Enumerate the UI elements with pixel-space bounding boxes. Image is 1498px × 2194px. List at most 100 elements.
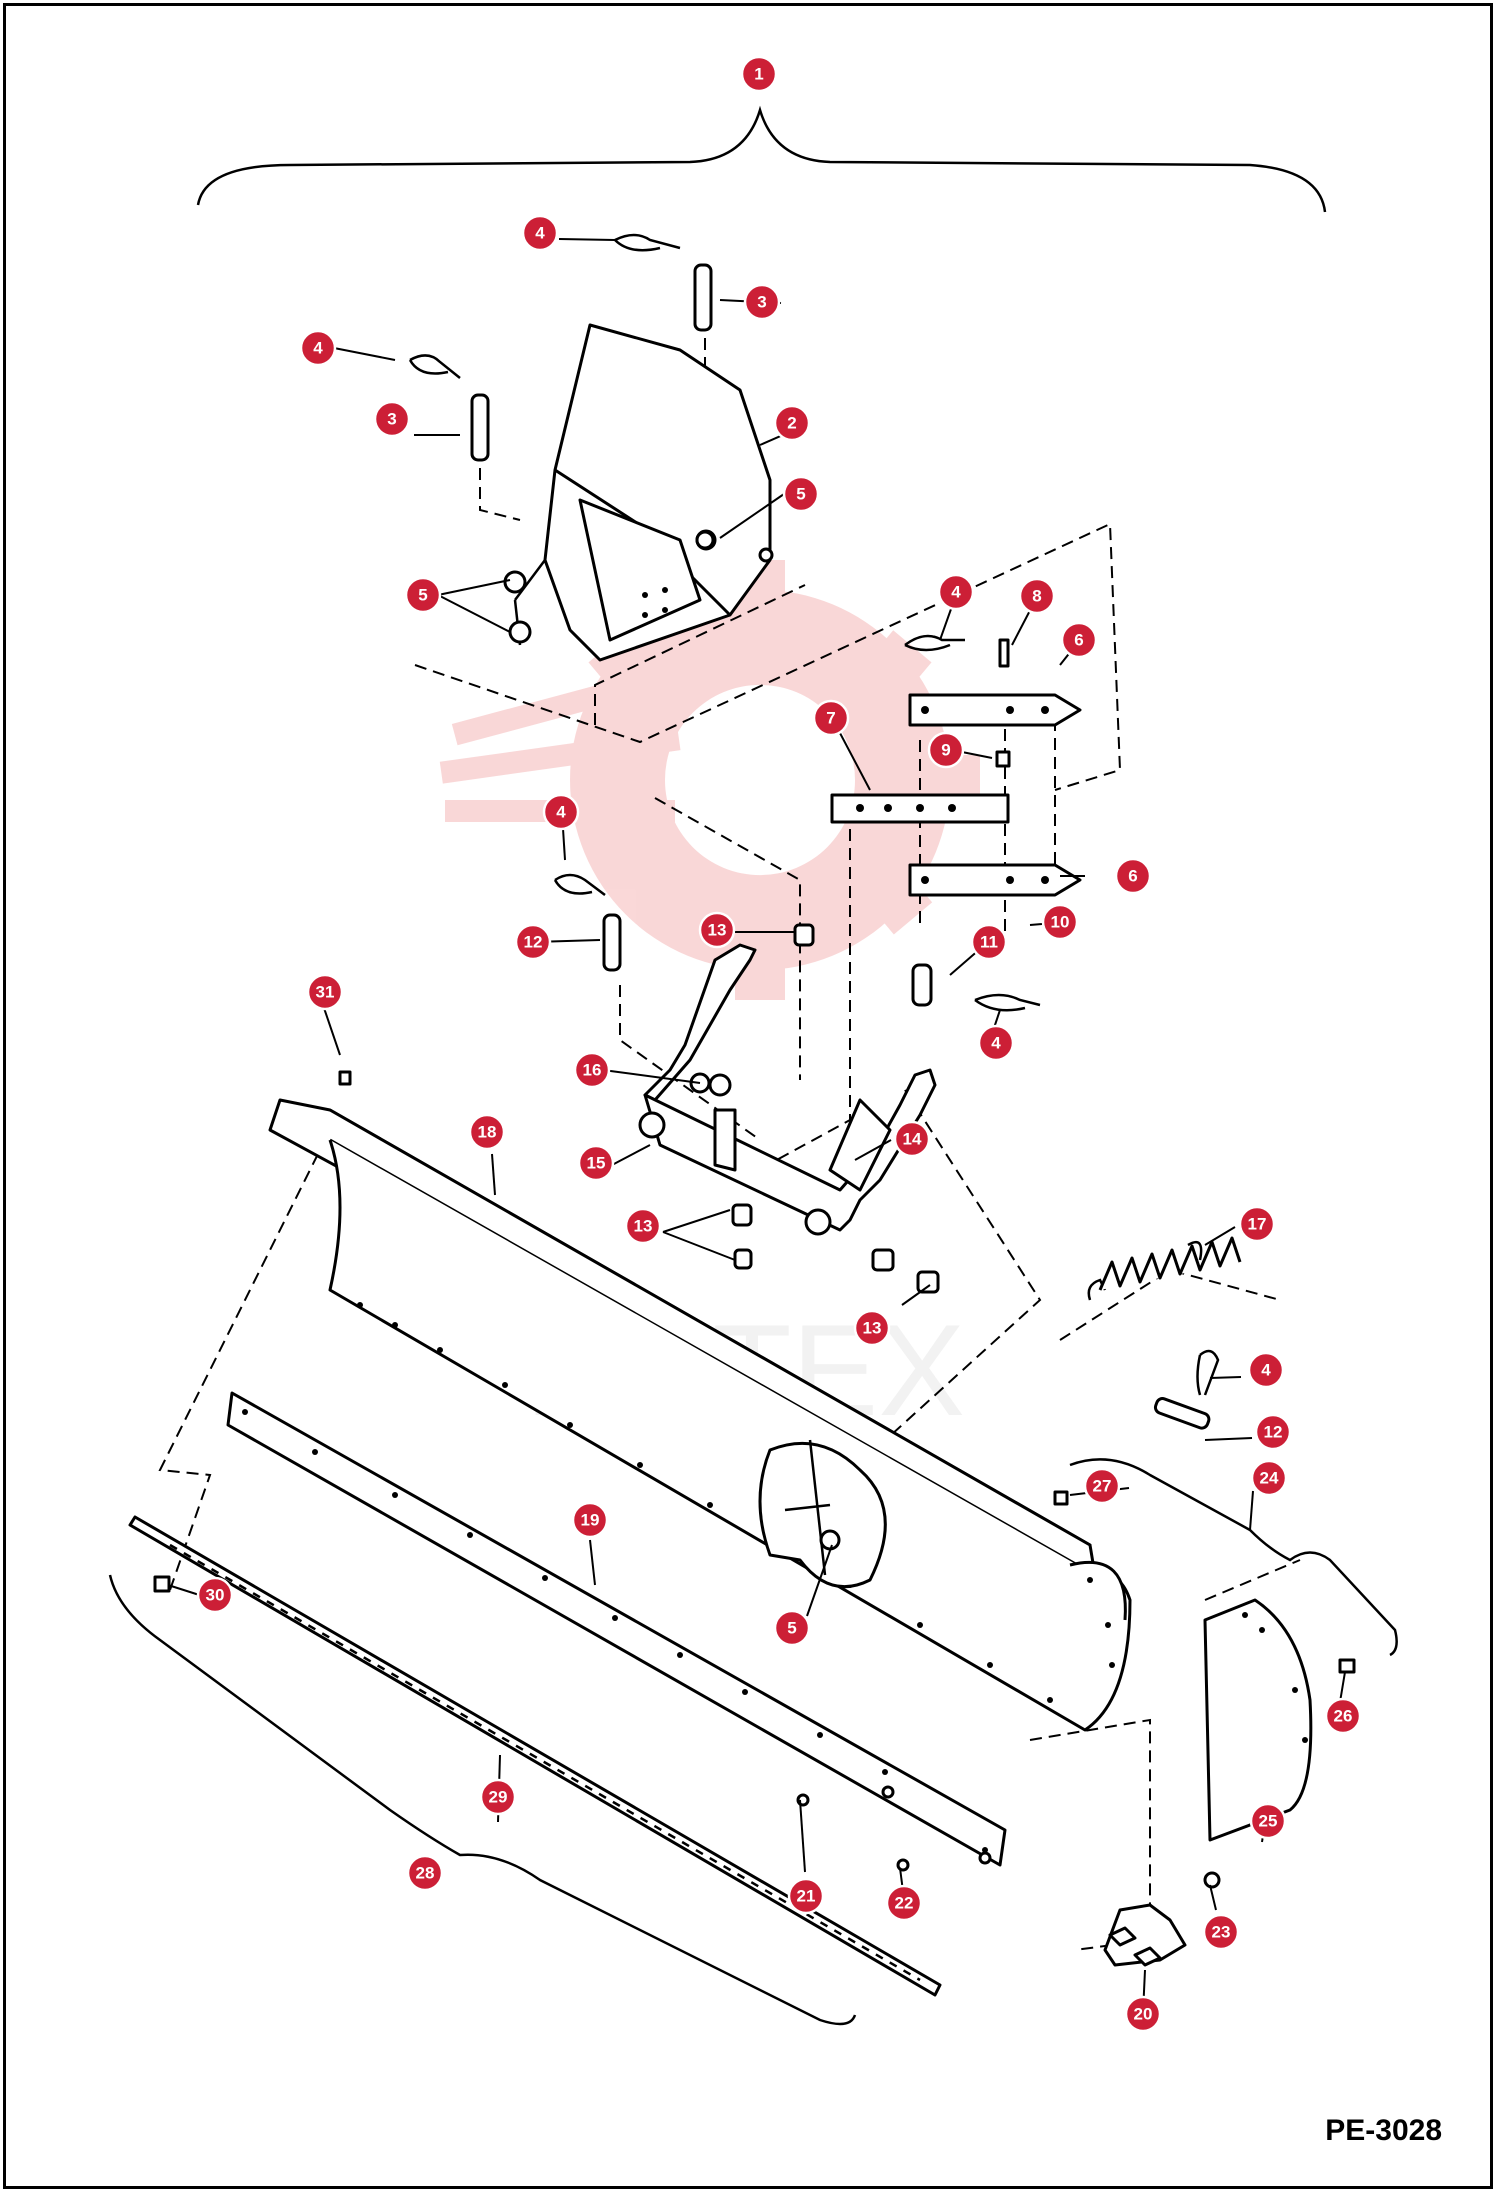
callout-4[interactable]: 4 (521, 214, 559, 252)
svg-text:1: 1 (754, 65, 763, 84)
callout-18[interactable]: 18 (468, 1113, 506, 1151)
svg-text:27: 27 (1093, 1477, 1112, 1496)
svg-text:29: 29 (489, 1788, 508, 1807)
callout-26[interactable]: 26 (1324, 1697, 1362, 1735)
callout-4[interactable]: 4 (977, 1024, 1015, 1062)
pin-part-left (470, 393, 490, 462)
svg-text:17: 17 (1248, 1215, 1267, 1234)
svg-text:31: 31 (316, 983, 335, 1002)
callout-13[interactable]: 13 (853, 1309, 891, 1347)
callout-17[interactable]: 17 (1238, 1205, 1276, 1243)
callout-7[interactable]: 7 (812, 699, 850, 737)
svg-text:21: 21 (797, 1887, 816, 1906)
svg-text:2: 2 (787, 414, 796, 433)
svg-text:25: 25 (1259, 1812, 1278, 1831)
callout-10[interactable]: 10 (1041, 903, 1079, 941)
callout-3[interactable]: 3 (373, 400, 411, 438)
svg-text:3: 3 (757, 293, 766, 312)
callout-4[interactable]: 4 (1247, 1351, 1285, 1389)
callout-markers: 1 2 3 3 4 4 4 4 4 4 5 5 5 6 6 7 8 9 10 1… (196, 55, 1362, 2033)
svg-text:18: 18 (478, 1123, 497, 1142)
side-plate-brace (1069, 1458, 1398, 1657)
svg-text:9: 9 (941, 741, 950, 760)
callout-5[interactable]: 5 (782, 475, 820, 513)
side-plate-part (1203, 1598, 1313, 1842)
skid-shoe-part (1103, 1903, 1187, 1967)
callout-5[interactable]: 5 (404, 576, 442, 614)
svg-text:16: 16 (583, 1061, 602, 1080)
callout-23[interactable]: 23 (1202, 1913, 1240, 1951)
callout-29[interactable]: 29 (479, 1778, 517, 1816)
mounting-bracket-part (503, 323, 774, 662)
svg-text:10: 10 (1051, 913, 1070, 932)
svg-text:13: 13 (634, 1217, 653, 1236)
pin-part-11 (911, 963, 933, 1007)
pivot-frame-part (638, 943, 937, 1236)
svg-text:5: 5 (418, 586, 427, 605)
svg-text:4: 4 (1261, 1361, 1271, 1380)
svg-text:30: 30 (206, 1586, 225, 1605)
svg-text:4: 4 (313, 339, 323, 358)
svg-text:13: 13 (863, 1319, 882, 1338)
callout-28[interactable]: 28 (406, 1854, 444, 1892)
callout-1[interactable]: 1 (740, 55, 778, 93)
page-code-label: PE-3028 (1325, 2114, 1442, 2147)
callout-19[interactable]: 19 (571, 1501, 609, 1539)
svg-text:24: 24 (1260, 1469, 1279, 1488)
svg-text:4: 4 (535, 224, 545, 243)
callout-24[interactable]: 24 (1250, 1459, 1288, 1497)
hair-pin-parts (408, 233, 1220, 1396)
bolt-part-8 (998, 638, 1010, 668)
svg-text:8: 8 (1032, 587, 1041, 606)
pin-part-12-right (1153, 1397, 1211, 1430)
callout-9[interactable]: 9 (927, 731, 965, 769)
svg-text:22: 22 (895, 1894, 914, 1913)
callout-30[interactable]: 30 (196, 1576, 234, 1614)
callout-13[interactable]: 13 (698, 911, 736, 949)
callout-4[interactable]: 4 (937, 573, 975, 611)
callout-22[interactable]: 22 (885, 1884, 923, 1922)
svg-text:6: 6 (1128, 867, 1137, 886)
callout-6[interactable]: 6 (1060, 621, 1098, 659)
callout-16[interactable]: 16 (573, 1051, 611, 1089)
svg-text:4: 4 (951, 583, 961, 602)
svg-text:20: 20 (1134, 2005, 1153, 2024)
callout-13[interactable]: 13 (624, 1207, 662, 1245)
svg-text:28: 28 (416, 1864, 435, 1883)
callout-8[interactable]: 8 (1018, 577, 1056, 615)
callout-2[interactable]: 2 (773, 404, 811, 442)
svg-text:14: 14 (903, 1130, 922, 1149)
svg-text:4: 4 (991, 1034, 1001, 1053)
callout-11[interactable]: 11 (970, 923, 1008, 961)
svg-text:3: 3 (387, 410, 396, 429)
callout-4[interactable]: 4 (542, 793, 580, 831)
cutting-edge-part (226, 1391, 1007, 1867)
callout-27[interactable]: 27 (1083, 1467, 1121, 1505)
callout-21[interactable]: 21 (787, 1877, 825, 1915)
assembly-brace-bottom (108, 1574, 857, 2026)
moldboard-part (268, 1098, 1132, 1732)
callout-12[interactable]: 12 (514, 923, 552, 961)
svg-text:6: 6 (1074, 631, 1083, 650)
pin-part-upper (693, 263, 713, 332)
callout-25[interactable]: 25 (1249, 1802, 1287, 1840)
svg-text:12: 12 (1264, 1423, 1283, 1442)
callout-15[interactable]: 15 (577, 1144, 615, 1182)
svg-text:5: 5 (796, 485, 805, 504)
svg-text:26: 26 (1334, 1707, 1353, 1726)
pin-part-12-left (602, 913, 622, 972)
svg-text:11: 11 (980, 933, 998, 952)
callout-5[interactable]: 5 (773, 1609, 811, 1647)
callout-3[interactable]: 3 (743, 283, 781, 321)
svg-text:15: 15 (587, 1154, 606, 1173)
callout-14[interactable]: 14 (893, 1120, 931, 1158)
hardware-parts (153, 530, 1356, 1889)
svg-text:4: 4 (556, 803, 566, 822)
callout-20[interactable]: 20 (1124, 1995, 1162, 2033)
callout-6[interactable]: 6 (1114, 857, 1152, 895)
callout-4[interactable]: 4 (299, 329, 337, 367)
link-plate-parts (830, 693, 1082, 897)
callout-31[interactable]: 31 (306, 973, 344, 1011)
callout-12[interactable]: 12 (1254, 1413, 1292, 1451)
